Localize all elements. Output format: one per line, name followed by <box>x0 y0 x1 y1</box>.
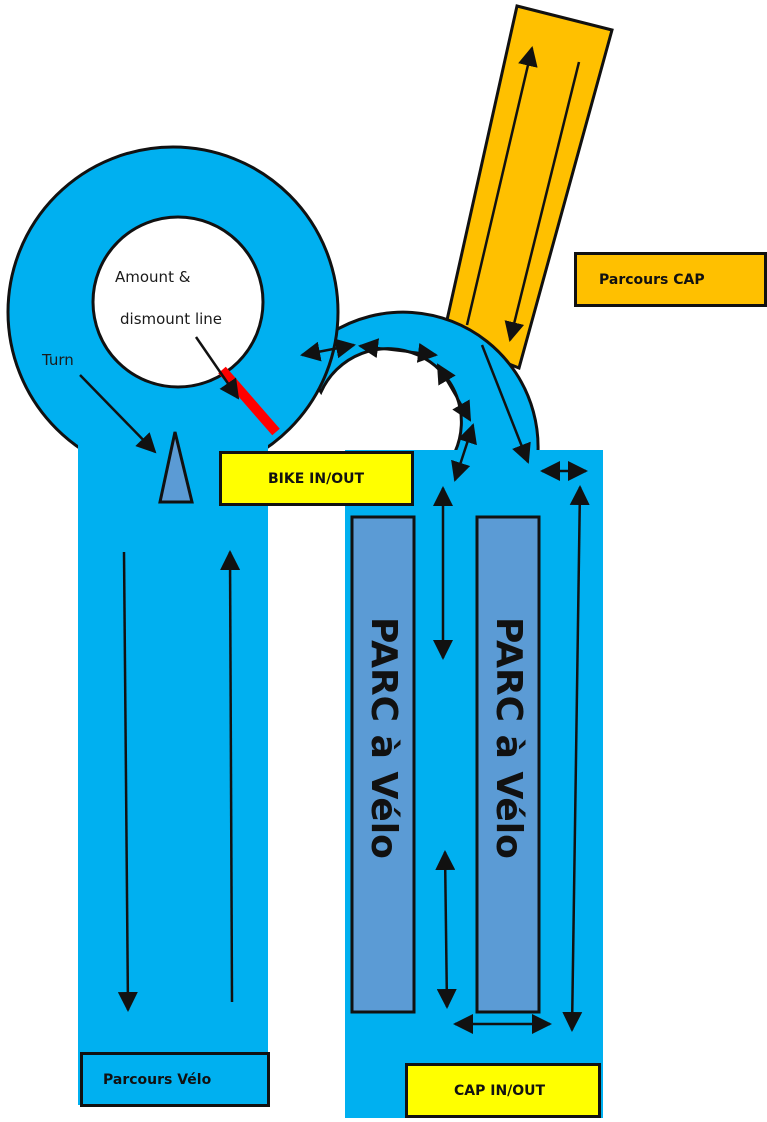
arrow-icon <box>300 338 356 362</box>
arrow-icon <box>358 338 438 363</box>
arrow-icon <box>480 344 531 464</box>
arrow-icon <box>451 423 477 482</box>
triangle-cone-icon <box>158 431 194 504</box>
arrow-icon <box>435 850 457 1009</box>
parc-left <box>350 515 416 1014</box>
arrow-icon <box>194 336 240 400</box>
parc-left-label: PARC à Vélo <box>363 617 404 859</box>
run-course-strip <box>441 4 614 371</box>
cap-in-out-label: CAP IN/OUT <box>405 1063 601 1118</box>
dismount-line-label: dismount line <box>120 310 223 328</box>
amount-label: Amount & <box>115 268 191 286</box>
parcours-cap-label: Parcours CAP <box>574 252 767 307</box>
bike-lane <box>78 425 268 1105</box>
bike-in-out-label: BIKE IN/OUT <box>219 451 414 506</box>
parcours-velo-label: Parcours Vélo <box>80 1052 270 1107</box>
parc-right <box>475 515 541 1014</box>
turn-label: Turn <box>42 351 74 369</box>
mount-area <box>91 215 265 389</box>
arrow-icon <box>220 550 241 1003</box>
arrow-icon <box>562 485 590 1032</box>
arrow-icon <box>79 374 157 454</box>
arrow-icon <box>436 363 472 422</box>
arrow-icon <box>504 61 581 342</box>
arrow-icon <box>117 551 138 1012</box>
parc-right-label: PARC à Vélo <box>488 617 529 859</box>
arrow-icon <box>465 46 538 326</box>
